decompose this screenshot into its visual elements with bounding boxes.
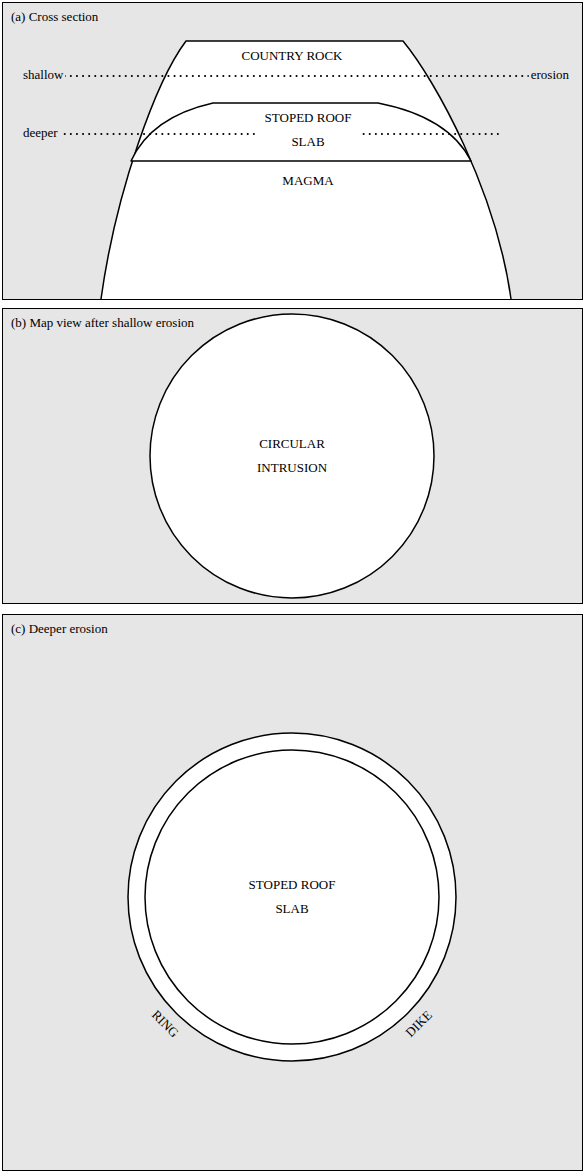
stoped-roof-slab-map: STOPED ROOF SLAB bbox=[144, 749, 440, 1045]
map-view-panel: (b) Map view after shallow erosionCIRCUL… bbox=[2, 308, 583, 604]
deeper-erosion-panel: (c) Deeper erosionRINGDIKESTOPED ROOF SL… bbox=[2, 614, 583, 1171]
cross-section-panel: (a) Cross sectionMAGMA STOPED ROOF SLAB CO… bbox=[2, 2, 583, 300]
shallow-erosion-line bbox=[22, 75, 570, 77]
erosion-level-label: deeper bbox=[21, 125, 60, 141]
country-rock-label: COUNTRY ROCK bbox=[241, 48, 342, 64]
erosion-level-label: shallow bbox=[21, 67, 65, 83]
deeper-erosion-line bbox=[22, 133, 502, 135]
intrusion-body-edge bbox=[101, 41, 511, 299]
ring-dike: RINGDIKESTOPED ROOF SLAB bbox=[127, 732, 457, 1062]
intrusion-body: MAGMA STOPED ROOF SLAB bbox=[101, 41, 511, 298]
circular-intrusion: CIRCULAR INTRUSION bbox=[149, 313, 435, 599]
stoped-roof-slab-map-label: STOPED ROOF SLAB bbox=[242, 873, 342, 921]
panel-title: (a) Cross section bbox=[11, 9, 98, 25]
stoped-roof-slab-label: STOPED ROOF SLAB bbox=[256, 106, 360, 154]
circular-intrusion-label: CIRCULAR INTRUSION bbox=[242, 432, 342, 480]
stoped-roof-slab-map-circle bbox=[145, 750, 439, 1044]
intrusion-body-label: MAGMA bbox=[282, 173, 333, 189]
stoped-roof-slab-map-outline bbox=[144, 749, 440, 1045]
panel-title: (c) Deeper erosion bbox=[11, 621, 108, 637]
panel-title: (b) Map view after shallow erosion bbox=[11, 315, 194, 331]
intrusion-body-fill bbox=[101, 41, 511, 299]
erosion-level-label: erosion bbox=[529, 67, 571, 83]
stoped-roof-slab-fill bbox=[131, 103, 471, 161]
intrusion-body-outline bbox=[101, 41, 511, 298]
circular-intrusion-circle bbox=[150, 314, 434, 598]
stoped-roof-slab: STOPED ROOF SLAB bbox=[131, 103, 471, 161]
stoped-roof-slab-edge bbox=[131, 103, 471, 161]
circular-intrusion-outline bbox=[149, 313, 435, 599]
ring-dike-circle bbox=[128, 733, 456, 1061]
